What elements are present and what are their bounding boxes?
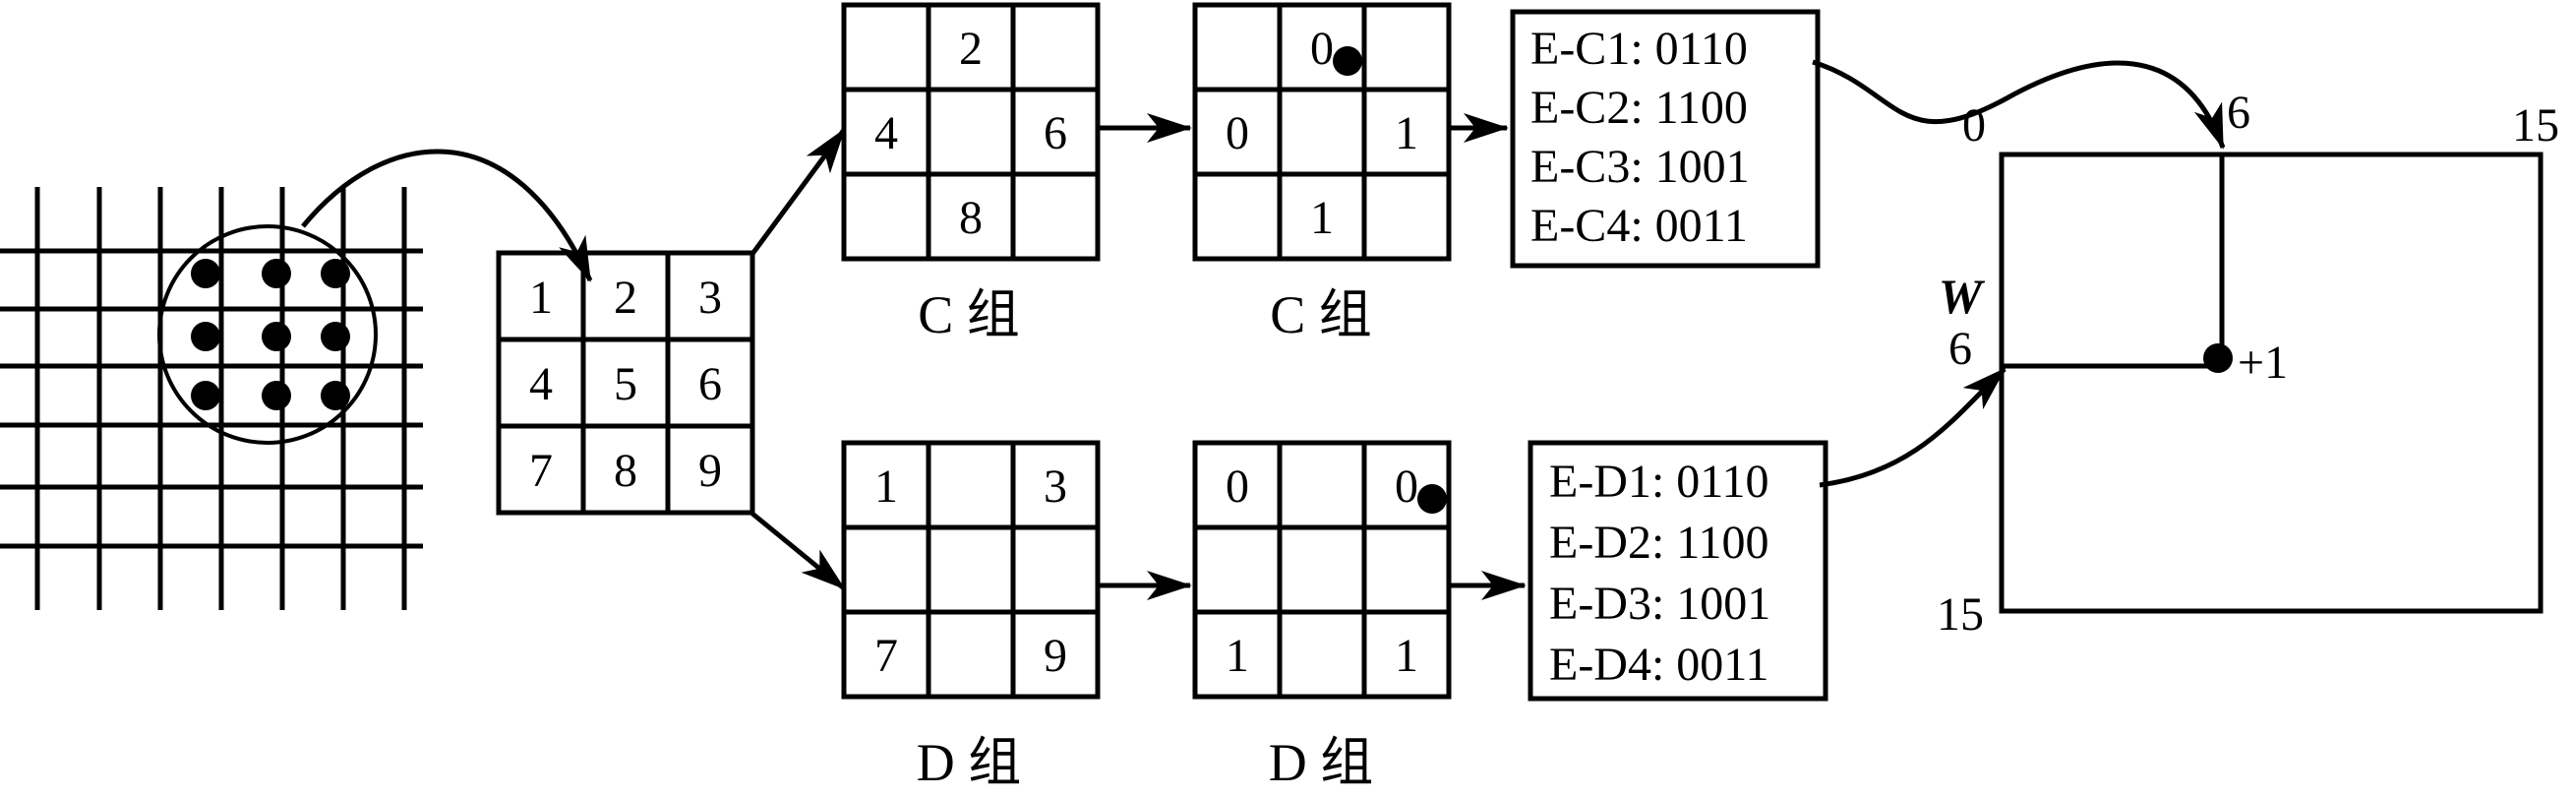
d-code-3: E-D3: 1001 — [1549, 578, 1770, 630]
matrix-label-w: W — [1939, 269, 1986, 324]
c-code-4: E-C4: 0011 — [1530, 200, 1748, 252]
arrow-to-d-group — [750, 512, 846, 590]
c1-cell-4: 4 — [874, 107, 898, 159]
pixel-dot-7 — [191, 381, 220, 410]
d-codes-box — [1528, 440, 1828, 702]
c2-cell-6: 1 — [1395, 107, 1418, 159]
c2-center-marker — [1333, 46, 1362, 76]
matrix-col-marker: 6 — [2227, 87, 2250, 139]
c-group-neighbors: 2 4 6 8 — [841, 2, 1101, 262]
pixel-dot-2 — [262, 259, 291, 288]
c-group-caption-2: C 组 — [1270, 285, 1372, 344]
pixel-dot-9 — [321, 381, 350, 410]
main-frame — [496, 250, 755, 516]
d1-cell-7: 7 — [874, 630, 898, 682]
matrix-increment-label: +1 — [2238, 337, 2288, 389]
matrix-increment-dot — [2203, 343, 2233, 373]
pixel-dot-1 — [191, 259, 220, 288]
d1-cell-1: 1 — [874, 460, 898, 513]
main-cell-9: 9 — [698, 445, 722, 497]
matrix-bottom-left-label: 15 — [1937, 588, 1984, 641]
main-cell-2: 2 — [614, 272, 637, 324]
d-code-4: E-D4: 0011 — [1549, 639, 1769, 691]
c2-frame — [1192, 2, 1452, 262]
main-cell-4: 4 — [529, 358, 553, 410]
d-code-1: E-D1: 0110 — [1549, 456, 1769, 508]
d1-frame — [841, 440, 1101, 700]
main-cell-6: 6 — [698, 358, 722, 410]
c2-cell-8: 1 — [1310, 192, 1334, 244]
pixel-dot-5 — [262, 322, 291, 351]
d2-center-marker — [1417, 484, 1447, 514]
main-cell-1: 1 — [529, 272, 553, 324]
c1-cell-2: 2 — [959, 23, 983, 75]
d1-cell-3: 3 — [1044, 460, 1067, 513]
c-code-3: E-C3: 1001 — [1530, 141, 1750, 193]
c-code-2: E-C2: 1100 — [1530, 82, 1748, 134]
input-pixel-grid — [0, 187, 423, 610]
c1-frame — [841, 2, 1101, 262]
d2-cell-3: 0 — [1395, 460, 1418, 513]
neighborhood-circle — [157, 224, 378, 445]
c1-cell-6: 6 — [1044, 107, 1067, 159]
matrix-top-right-label: 15 — [2512, 99, 2559, 152]
main-cell-8: 8 — [614, 445, 637, 497]
d2-frame — [1192, 440, 1452, 700]
c2-cell-4: 0 — [1226, 107, 1249, 159]
main-cell-3: 3 — [698, 272, 722, 324]
c-codes-box — [1510, 9, 1821, 269]
c-group-caption-1: C 组 — [918, 285, 1020, 344]
d1-cell-9: 9 — [1044, 630, 1067, 682]
matrix-top-left-label: 0 — [1962, 99, 1986, 152]
arrow-to-c-group — [749, 128, 847, 256]
matrix-row-marker: 6 — [1948, 323, 1972, 375]
c2-cell-2: 0 — [1310, 23, 1334, 75]
d2-cell-7: 1 — [1226, 630, 1249, 682]
main-cell-5: 5 — [614, 358, 637, 410]
d-code-2: E-D2: 1100 — [1549, 517, 1769, 569]
pixel-dot-8 — [262, 381, 291, 410]
arrow-grid-to-neighborhood — [301, 149, 593, 282]
pixel-dot-6 — [321, 322, 350, 351]
c-group-binary: 0 0 1 1 — [1192, 2, 1452, 262]
d-group-binary: 0 0 1 1 — [1192, 440, 1452, 700]
d2-cell-1: 0 — [1226, 460, 1249, 513]
d-group-caption-2: D 组 — [1269, 733, 1374, 792]
main-cell-7: 7 — [529, 445, 553, 497]
d-group-caption-1: D 组 — [917, 733, 1022, 792]
d-group-neighbors: 1 3 7 9 — [841, 440, 1101, 700]
arrow-d-code-to-matrix-row — [1819, 367, 2007, 488]
neighborhood-3x3: 1 2 3 4 5 6 7 8 9 — [496, 250, 755, 516]
arrow-c-code-to-matrix-column — [1812, 59, 2226, 150]
d2-cell-9: 1 — [1395, 630, 1418, 682]
c-code-1: E-C1: 0110 — [1530, 23, 1748, 75]
c1-cell-8: 8 — [959, 192, 983, 244]
pixel-dot-4 — [191, 322, 220, 351]
pixel-dot-3 — [321, 259, 350, 288]
